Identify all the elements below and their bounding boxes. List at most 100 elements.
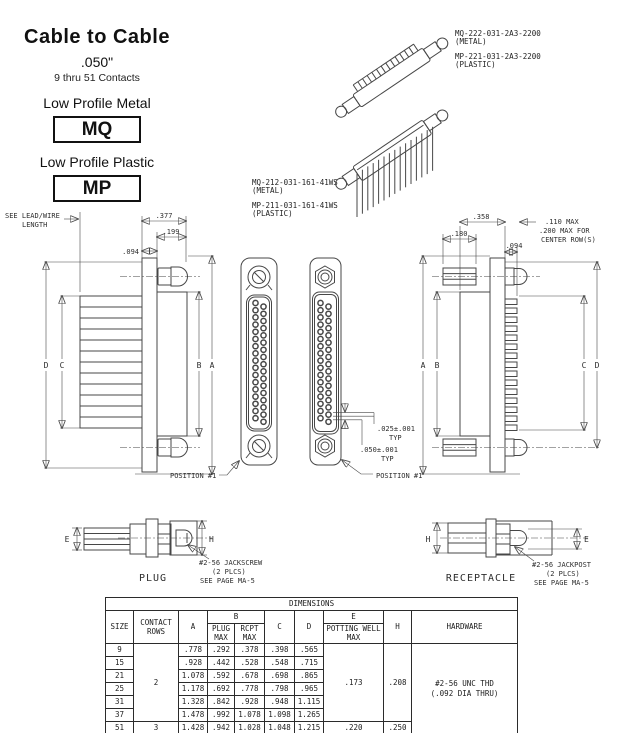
- pn-text: MP-221-031-2A3-2200: [455, 52, 541, 61]
- cell-a: 1.478: [178, 707, 208, 722]
- table-row: 9 2 .778 .292 .378 .398 .565 .173 .208 #…: [105, 642, 519, 733]
- part-numbers-top: MQ-222-031-2A3-2200 (METAL) MP-221-031-2…: [455, 30, 541, 76]
- receptacle-side-dimensions: [418, 222, 602, 474]
- cell-rcpt: .378: [234, 642, 265, 657]
- cell-size: 31: [105, 694, 134, 709]
- hardware-note-line1: #2-56 UNC THD: [435, 679, 494, 689]
- col-header-potting-well: POTTING WELL MAX: [323, 623, 384, 644]
- title-block: Cable to Cable .050" 9 thru 51 Contacts …: [6, 26, 188, 202]
- cell-h-51: .250: [383, 720, 412, 733]
- dimensions-table: DIMENSIONS SIZE CONTACT ROWS A B C D E H…: [104, 597, 519, 733]
- cell-c: .398: [264, 642, 295, 657]
- cell-rcpt: 1.028: [234, 720, 265, 733]
- part-number: MP-221-031-2A3-2200 (PLASTIC): [455, 53, 541, 69]
- cell-size: 37: [105, 707, 134, 722]
- connector-isometric-drawing: [335, 37, 449, 217]
- dim-letter-h-rcpt: H: [426, 535, 431, 544]
- dim-letter-a2: A: [421, 361, 426, 370]
- dim-094-right: .094: [506, 242, 523, 250]
- cell-rcpt: .928: [234, 694, 265, 709]
- cell-a: 1.178: [178, 681, 208, 696]
- cell-contact-rows-2: 2: [133, 642, 179, 722]
- pitch-note-typ1: TYP: [389, 434, 402, 442]
- cell-rcpt: .678: [234, 668, 265, 683]
- cell-rcpt: .778: [234, 681, 265, 696]
- part-number: MQ-212-031-161-41WS (METAL): [252, 179, 338, 195]
- cell-e-51: .220: [323, 720, 384, 733]
- cell-c: .798: [264, 681, 295, 696]
- row-note-line2: .200 MAX FOR: [539, 227, 590, 235]
- cell-contact-rows-3: 3: [133, 720, 179, 733]
- lead-wire-note-line2: LENGTH: [22, 221, 47, 229]
- cell-plug: .292: [207, 642, 235, 657]
- receptacle-view-label: RECEPTACLE: [446, 573, 516, 584]
- cell-size: 25: [105, 681, 134, 696]
- plug-contacts-col2: [260, 303, 267, 426]
- contact-range-label: 9 thru 51 Contacts: [54, 72, 140, 84]
- dim-199: .199: [163, 228, 180, 236]
- receptacle-contacts-col2: [325, 303, 332, 426]
- cell-plug: .692: [207, 681, 235, 696]
- iso-plug-pins: [352, 43, 419, 92]
- cell-d: 1.115: [294, 694, 324, 709]
- receptacle-hw-dimensions: [432, 523, 582, 562]
- cell-plug: .842: [207, 694, 235, 709]
- plug-contacts-col1: [252, 299, 259, 422]
- part-number: MP-211-031-161-41WS (PLASTIC): [252, 202, 338, 218]
- dim-letter-d: D: [44, 361, 49, 370]
- position-1-label-left: POSITION #1: [170, 472, 216, 480]
- cell-c: 1.098: [264, 707, 295, 722]
- table-title: DIMENSIONS: [104, 597, 519, 611]
- pn-material: (PLASTIC): [455, 60, 496, 69]
- dim-180: .180: [451, 230, 468, 238]
- table-row: 51 3 1.428 .942 1.028 1.048 1.215 .220 .…: [105, 720, 518, 733]
- plug-view-label: PLUG: [139, 573, 167, 584]
- pitch-note-typ2: TYP: [381, 455, 394, 463]
- cell-plug: .942: [207, 720, 235, 733]
- cell-d: .565: [294, 642, 324, 657]
- cell-a: 1.428: [178, 720, 208, 733]
- part-number: MQ-222-031-2A3-2200 (METAL): [455, 30, 541, 46]
- pn-material: (METAL): [455, 37, 487, 46]
- page-title: Cable to Cable: [24, 26, 170, 48]
- plug-face-view: [240, 257, 278, 466]
- table-row: 25 1.178 .692 .778 .798 .965: [105, 681, 518, 696]
- cell-c: .698: [264, 668, 295, 683]
- dim-094: .094: [122, 248, 139, 256]
- plug-hardware-view: E H #2-56 JACKSCREW (2 PLCS) SEE PAGE MA…: [65, 518, 263, 585]
- col-header-plug-max: PLUG MAX: [207, 623, 235, 644]
- pn-material: (METAL): [252, 186, 284, 195]
- col-header-rcpt-max: RCPT MAX: [234, 623, 265, 644]
- plug-side-view: [79, 257, 200, 473]
- pn-text: MQ-222-031-2A3-2200: [455, 29, 541, 38]
- cell-rcpt: .528: [234, 655, 265, 670]
- cell-size: 21: [105, 668, 134, 683]
- dim-letter-a: A: [210, 361, 215, 370]
- table-row: 31 1.328 .842 .928 .948 1.115: [105, 694, 518, 709]
- plug-side-dimensions: [41, 212, 239, 476]
- dim-letter-h-plug: H: [209, 535, 214, 544]
- cell-d: .965: [294, 681, 324, 696]
- col-header-d: D: [294, 610, 324, 644]
- pn-text: MQ-212-031-161-41WS: [252, 178, 338, 187]
- plug-wires: [84, 533, 130, 545]
- iso-receptacle-body: [335, 109, 449, 190]
- receptacle-side-view: [432, 257, 600, 473]
- col-header-b: B: [207, 610, 265, 624]
- plug-hw-dimensions: [72, 521, 210, 560]
- cell-a: 1.328: [178, 694, 208, 709]
- position-1-label-right: POSITION #1: [376, 472, 422, 480]
- col-header-a: A: [178, 610, 208, 644]
- row-note-line3: CENTER ROW(S): [541, 236, 596, 244]
- cell-d: .715: [294, 655, 324, 670]
- table-row: 15 .928 .442 .528 .548 .715: [105, 655, 518, 670]
- jackpost-note-line2: (2 PLCS): [546, 570, 580, 578]
- dim-377: .377: [156, 212, 173, 220]
- mp-series-box: MP: [53, 175, 141, 202]
- jackscrew-note-line2: (2 PLCS): [212, 568, 246, 576]
- iso-ribbon-wires: [356, 126, 434, 217]
- plastic-series-label: Low Profile Plastic: [39, 154, 155, 170]
- jackpost-note-line3: SEE PAGE MA-5: [534, 579, 589, 587]
- receptacle-contacts-col1: [317, 299, 324, 422]
